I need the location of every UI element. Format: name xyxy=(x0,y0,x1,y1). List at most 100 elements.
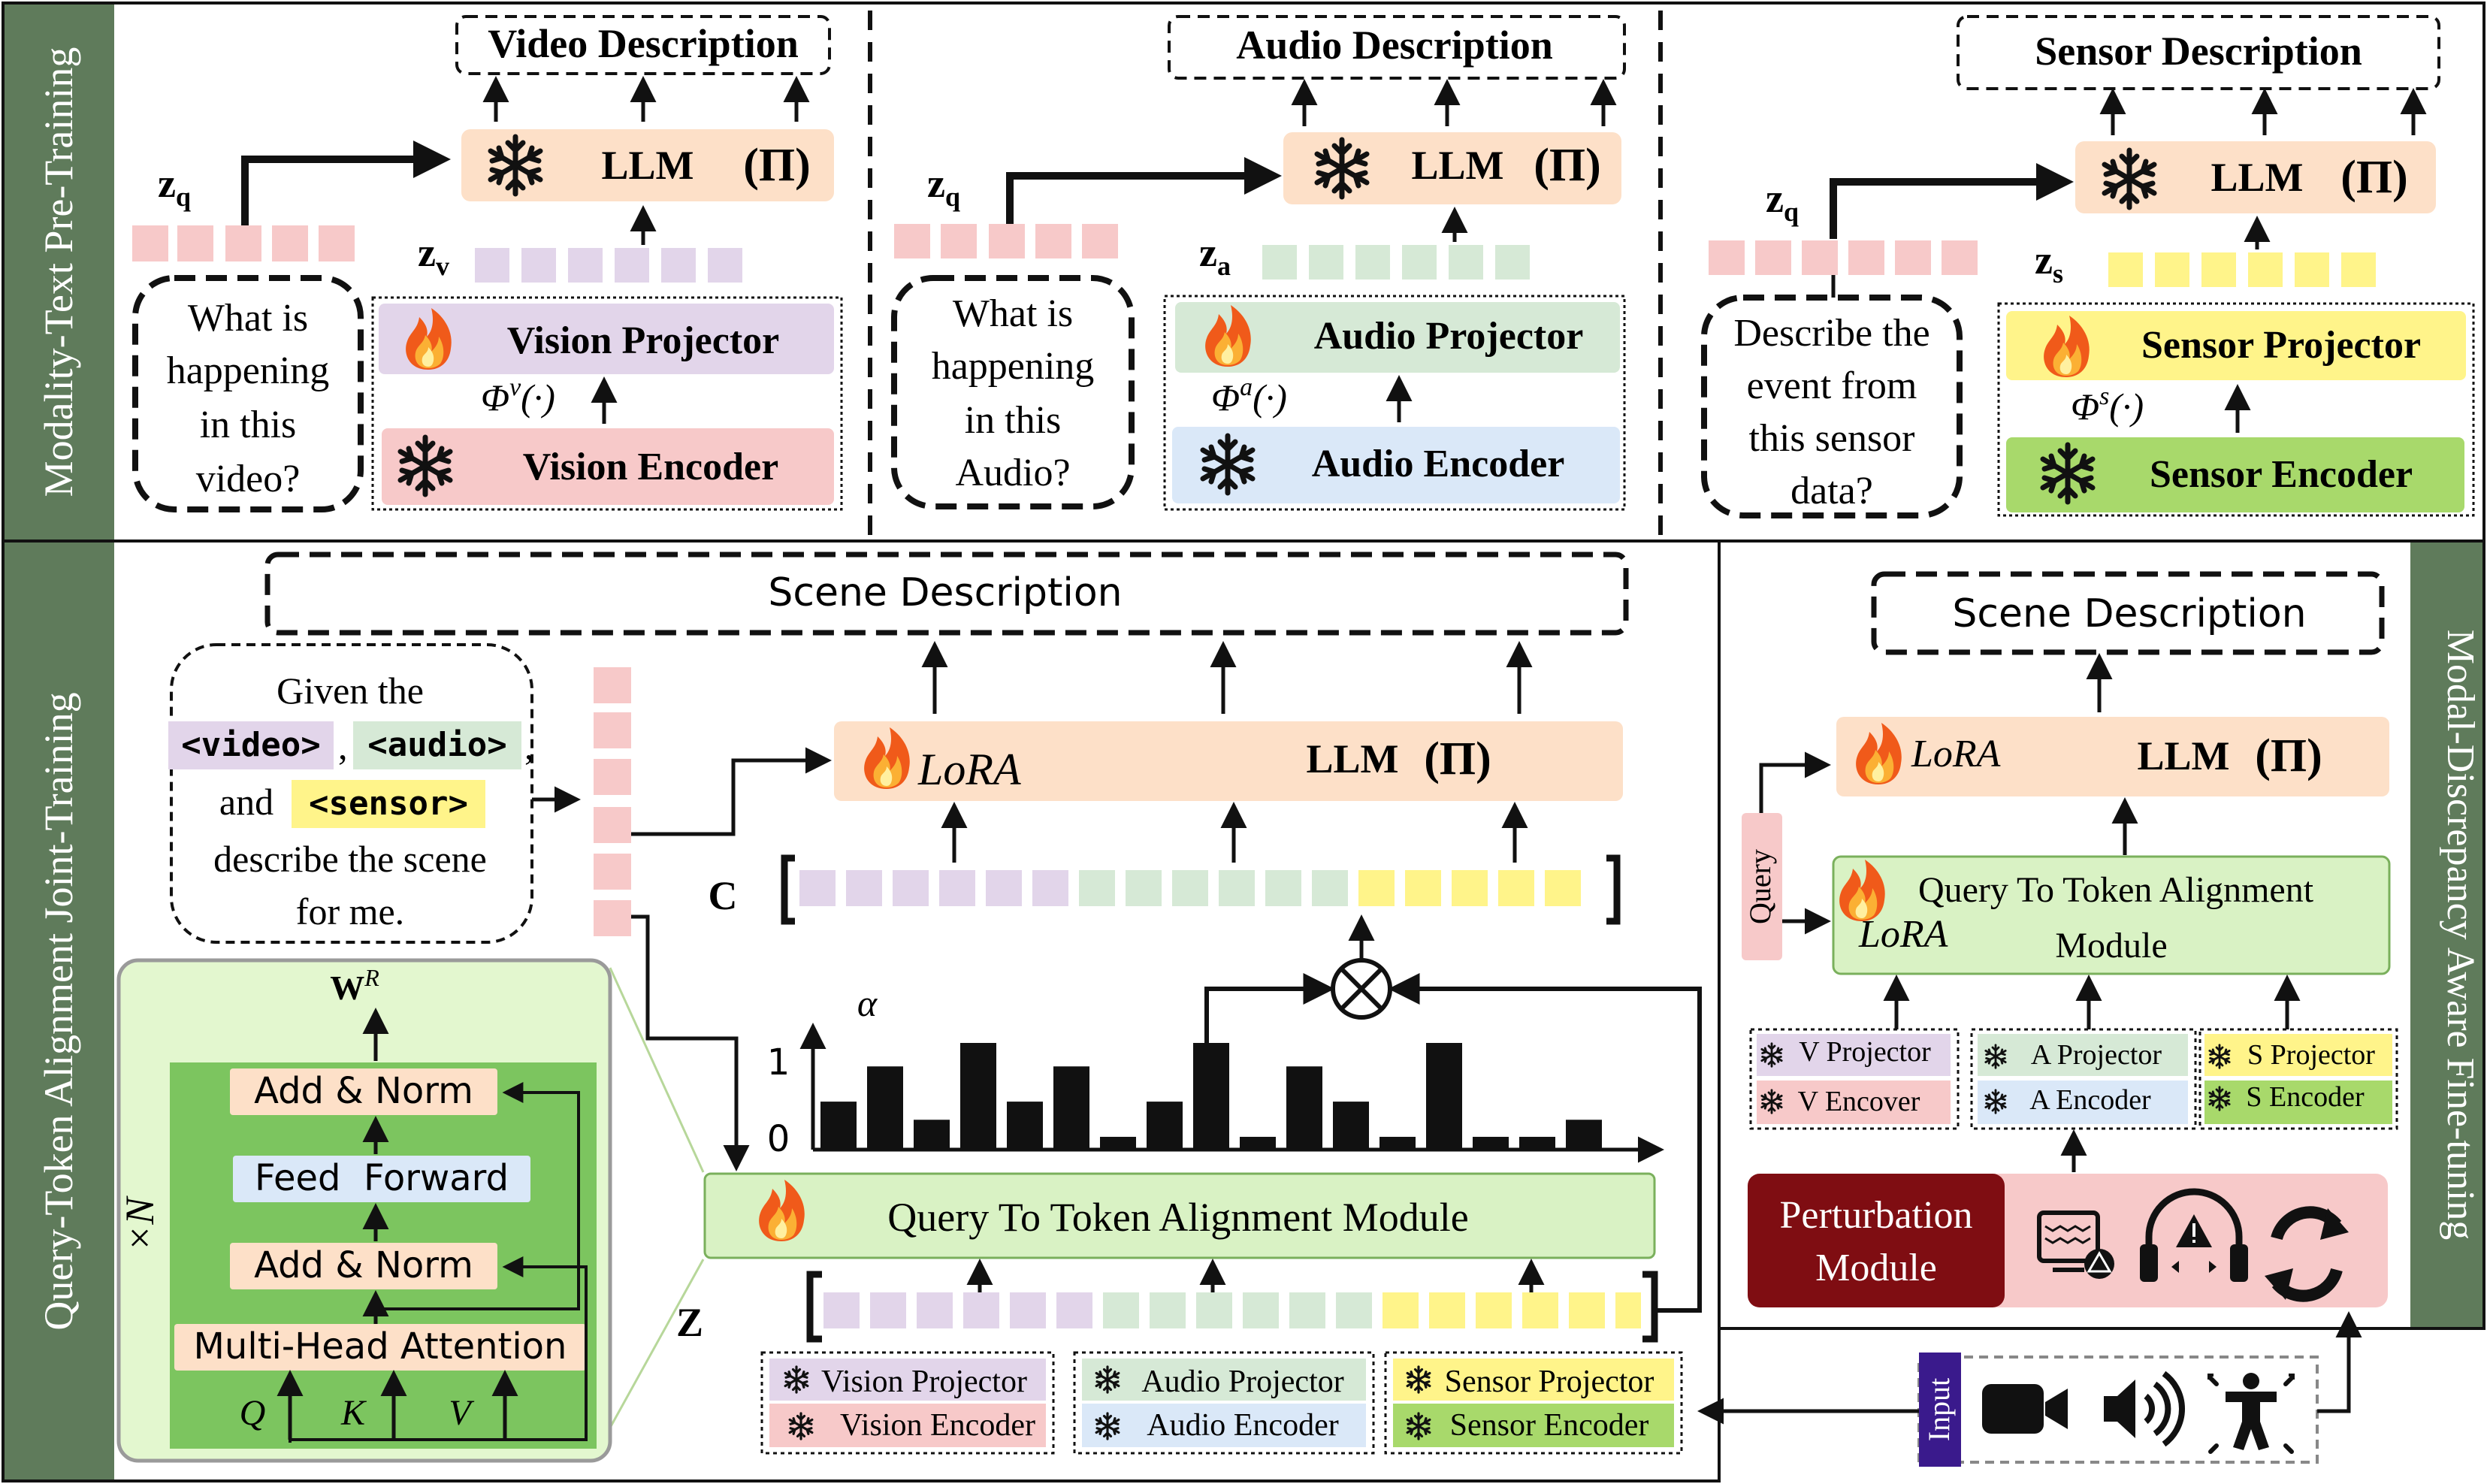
stage1-side-label: Modality-Text Pre-Training xyxy=(36,47,81,497)
stage2-sensor-encoder: Sensor Projector Sensor Encoder xyxy=(1384,1351,1683,1455)
perturbation-line-2: Module xyxy=(1815,1247,1937,1289)
stage2-llm-box xyxy=(834,721,1623,801)
camera-icon xyxy=(1982,1384,2068,1434)
stage3-side-label-bg xyxy=(2410,543,2482,1327)
scene-output-box xyxy=(264,552,1629,636)
perturbation-label-box xyxy=(1748,1174,2005,1307)
stage3-side-label: Modal-Discrepancy Aware Fine-tuning xyxy=(2439,630,2482,1241)
video-zq-label: zq xyxy=(158,161,191,212)
audio-question-line-2: happening xyxy=(932,345,1095,388)
stage2-video-encoder: Vision Projector Vision Encoder xyxy=(760,1351,1055,1455)
alpha-bar xyxy=(1053,1066,1089,1150)
alpha-bar xyxy=(1426,1043,1462,1150)
audio-projector-label: Audio Projector xyxy=(1314,315,1584,358)
z-label: Z xyxy=(676,1300,703,1345)
sensor-llm-label: LLM xyxy=(2210,155,2303,200)
alpha-bar xyxy=(1566,1120,1602,1150)
audio-question-line-4: Audio? xyxy=(955,452,1070,494)
sensor-question-line-3: this sensor xyxy=(1749,417,1915,460)
feed-forward xyxy=(233,1156,530,1202)
audio-tag-bg xyxy=(353,721,521,769)
a-encoder-label: A Encoder xyxy=(2029,1084,2151,1116)
add-norm-bottom xyxy=(230,1243,497,1289)
video-column: Video Description LLM (Π) zq What is hap… xyxy=(132,15,843,512)
motion-sensor-icon xyxy=(2207,1373,2295,1454)
alpha-label: α xyxy=(857,982,878,1024)
sensor-llm-symbol: (Π) xyxy=(2340,152,2408,203)
query-token-stack xyxy=(594,667,631,936)
stage3-output-box xyxy=(1871,571,2385,655)
s-encoder-label: S Encoder xyxy=(2246,1081,2365,1113)
alpha-bar xyxy=(1473,1136,1509,1150)
audio-llm-box xyxy=(1283,132,1621,204)
transformer-detail: WR ×N Add & Norm Feed Forward Add & Norm… xyxy=(116,958,612,1463)
audio-output-label: Audio Description xyxy=(1236,23,1553,68)
audio-zq-label: zq xyxy=(927,161,960,212)
stage2-sensor-encoder-label: Sensor Encoder xyxy=(1450,1408,1649,1443)
audio-encoder-group xyxy=(1163,295,1626,511)
c-label: C xyxy=(709,873,738,918)
repeat-n: ×N xyxy=(117,1195,162,1252)
vision-encoder-box xyxy=(382,428,834,505)
audio-question-box xyxy=(891,275,1135,509)
qta-module-label: Query To Token Alignment Module xyxy=(887,1195,1468,1240)
sensor-query-tokens xyxy=(1709,240,1978,275)
sensor-question-line-1: Describe the xyxy=(1733,312,1929,355)
alpha-bar xyxy=(1333,1102,1369,1150)
c-token-sequence xyxy=(799,870,1581,906)
stage2-audio-encoder-label: Audio Encoder xyxy=(1147,1408,1338,1443)
sensor-tokens xyxy=(2108,252,2376,287)
noisy-audio-icon xyxy=(2140,1188,2248,1282)
corrupted-video-icon xyxy=(2037,1210,2114,1279)
prompt-comma-2: , xyxy=(524,725,534,767)
q-label: Q xyxy=(240,1393,266,1433)
sensor-tag: <sensor> xyxy=(309,784,468,823)
audio-query-tokens xyxy=(894,224,1118,258)
c-bracket-left xyxy=(781,854,795,925)
sensor-encoder-group xyxy=(1997,302,2475,517)
sensor-encoder-box xyxy=(2006,437,2464,512)
alpha-bar xyxy=(1147,1102,1183,1150)
stage2-llm-label: LLM xyxy=(1306,736,1398,781)
stage3-qta-line-2: Module xyxy=(2055,926,2167,966)
video-tokens xyxy=(475,248,742,283)
video-question-line-1: What is xyxy=(188,297,308,340)
sensor-projector-label: Sensor Projector xyxy=(2141,324,2421,367)
mha-label: Multi-Head Attention xyxy=(194,1325,567,1368)
stage3-output-label: Scene Description xyxy=(1952,591,2306,636)
audio-question-line-3: in this xyxy=(965,399,1062,442)
video-question-line-3: in this xyxy=(200,403,297,446)
qta-module-box xyxy=(703,1172,1656,1259)
stage3-qta-box xyxy=(1832,855,2391,975)
k-label: K xyxy=(340,1393,367,1433)
scene-output-label: Scene Description xyxy=(768,570,1122,615)
audio-tokens xyxy=(1262,245,1530,280)
stage3-qta-lora: LoRA xyxy=(1858,913,1948,956)
video-zv-label: zv xyxy=(418,230,449,281)
audio-tag: <audio> xyxy=(367,726,506,764)
alpha-bar xyxy=(1007,1102,1043,1150)
stage2-side-label-bg xyxy=(5,543,114,1479)
video-encoder-group xyxy=(371,296,843,511)
video-question-box xyxy=(132,275,364,512)
prompt-comma-1: , xyxy=(338,725,348,767)
a-projector-label: A Projector xyxy=(2031,1039,2162,1071)
sensor-tag-bg xyxy=(292,780,485,828)
stage2-llm-symbol: (Π) xyxy=(1424,733,1491,784)
sensor-phi: Φs(·) xyxy=(2071,382,2144,428)
query-label: Query xyxy=(1743,849,1777,924)
vision-projector-label: Vision Projector xyxy=(507,319,779,362)
transformer-output: WR xyxy=(330,964,379,1007)
alpha-bar xyxy=(867,1066,903,1150)
speaker-icon xyxy=(2104,1371,2186,1447)
alpha-bars xyxy=(820,1043,1602,1150)
alpha-bar xyxy=(820,1102,857,1150)
add-norm-bottom-label: Add & Norm xyxy=(254,1244,473,1286)
stage2-audio-projector: Audio Projector xyxy=(1141,1365,1343,1399)
v-label: V xyxy=(449,1393,474,1433)
audio-llm-label: LLM xyxy=(1411,143,1503,188)
stage3-s-group: S Projector S Encoder xyxy=(2198,1028,2398,1130)
z-bracket-right xyxy=(1642,1271,1658,1343)
